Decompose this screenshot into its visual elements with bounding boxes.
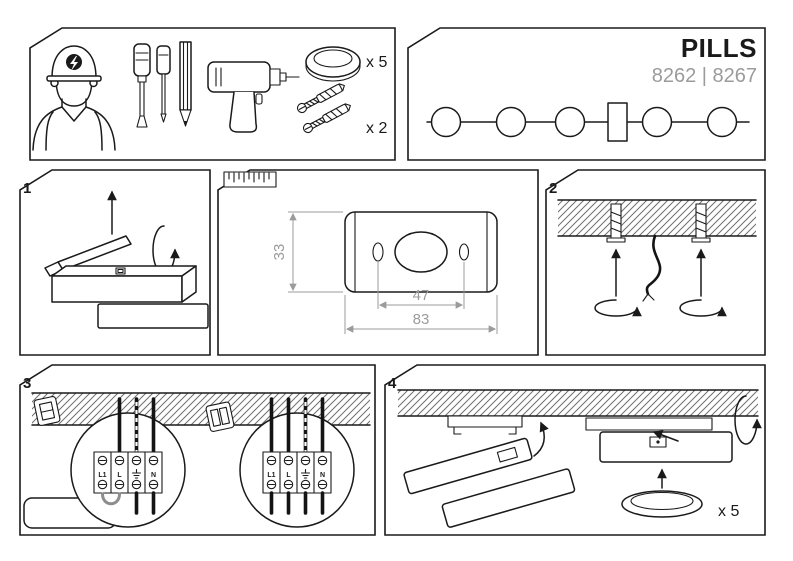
step3-panel: 3 (19, 364, 376, 536)
jumper-wire (101, 492, 121, 506)
step4-number: 4 (388, 375, 397, 392)
pill-qty-label: x 5 (718, 503, 739, 520)
step4-panel: 4 x 5 (384, 364, 766, 536)
dimension-height: 33 (271, 211, 343, 293)
cable (645, 234, 662, 296)
product-models: 8262 | 8267 (652, 65, 757, 87)
mains-wires (117, 397, 325, 458)
step1-panel: 1 (19, 169, 211, 356)
ceiling-bracket (447, 415, 523, 435)
step3-number: 3 (23, 375, 31, 392)
installer-icon (32, 45, 116, 151)
rotation-arrow (734, 395, 762, 445)
tilted-fixture (441, 468, 576, 528)
flat-screwdriver-icon (133, 43, 151, 128)
ceiling-hatch (397, 389, 759, 417)
step2-panel: 2 (545, 169, 766, 356)
pill-disc-qty-label: x 5 (366, 54, 387, 71)
mounted-fixture (585, 417, 733, 463)
light-switch-icon (33, 396, 61, 426)
fixture-wires (134, 491, 156, 515)
drill-hole-marker (679, 299, 727, 317)
earth-symbol (300, 468, 311, 479)
ceiling-hatch (557, 199, 757, 237)
terminal-block: L1 L N (262, 451, 332, 494)
title-panel: PILLS 8262 | 8267 (407, 27, 766, 161)
fixture-wires (269, 491, 325, 515)
rotate-up-arrow (533, 421, 549, 457)
screw-slots (267, 459, 327, 486)
wall-anchor (691, 203, 711, 243)
ruler-icon (223, 171, 277, 188)
step2-number: 2 (549, 180, 557, 197)
wall-plug-qty-label: x 2 (366, 120, 387, 137)
light-switch-icon (205, 401, 235, 432)
tools-panel: x 5 x 2 (29, 27, 396, 161)
dim-width-label: 83 (413, 311, 430, 328)
step1-number: 1 (23, 180, 31, 197)
product-title: PILLS (681, 33, 757, 63)
pill-disc (621, 490, 703, 518)
phillips-screwdriver-icon (156, 45, 171, 123)
terminal-label-l: L (117, 472, 122, 479)
dimension-width: 83 (344, 295, 498, 334)
dimensions-panel: 33 47 83 (217, 169, 539, 356)
terminal-label-l1: L1 (267, 472, 275, 479)
lightning-badge-icon (66, 54, 82, 71)
dim-holes-label: 47 (413, 287, 430, 304)
wall-anchor (606, 203, 626, 243)
terminal-label-l1: L1 (98, 472, 106, 479)
mounting-plate-removed (44, 235, 132, 277)
dim-height-label: 33 (271, 244, 288, 261)
fixture-base-box (51, 265, 197, 303)
terminal-label-l: L (286, 472, 291, 479)
slide-arrow (652, 430, 679, 442)
cable-ends (642, 293, 655, 302)
terminal-label-n: N (151, 472, 156, 479)
terminal-block: L1 L N (93, 451, 163, 494)
dimension-hole-spacing: 47 (377, 262, 465, 309)
drill-icon (207, 61, 300, 133)
mounting-plate-drawing (344, 211, 498, 293)
pills-fixture-drawing (426, 102, 750, 142)
tilted-fixture (403, 437, 533, 495)
pill-disc-icon (305, 46, 361, 82)
fixture-body (97, 303, 209, 329)
earth-symbol (131, 468, 142, 479)
screw-slots (98, 459, 158, 486)
drill-hole-marker (594, 299, 642, 317)
terminal-label-n: N (320, 472, 325, 479)
pencil-icon (179, 41, 192, 127)
